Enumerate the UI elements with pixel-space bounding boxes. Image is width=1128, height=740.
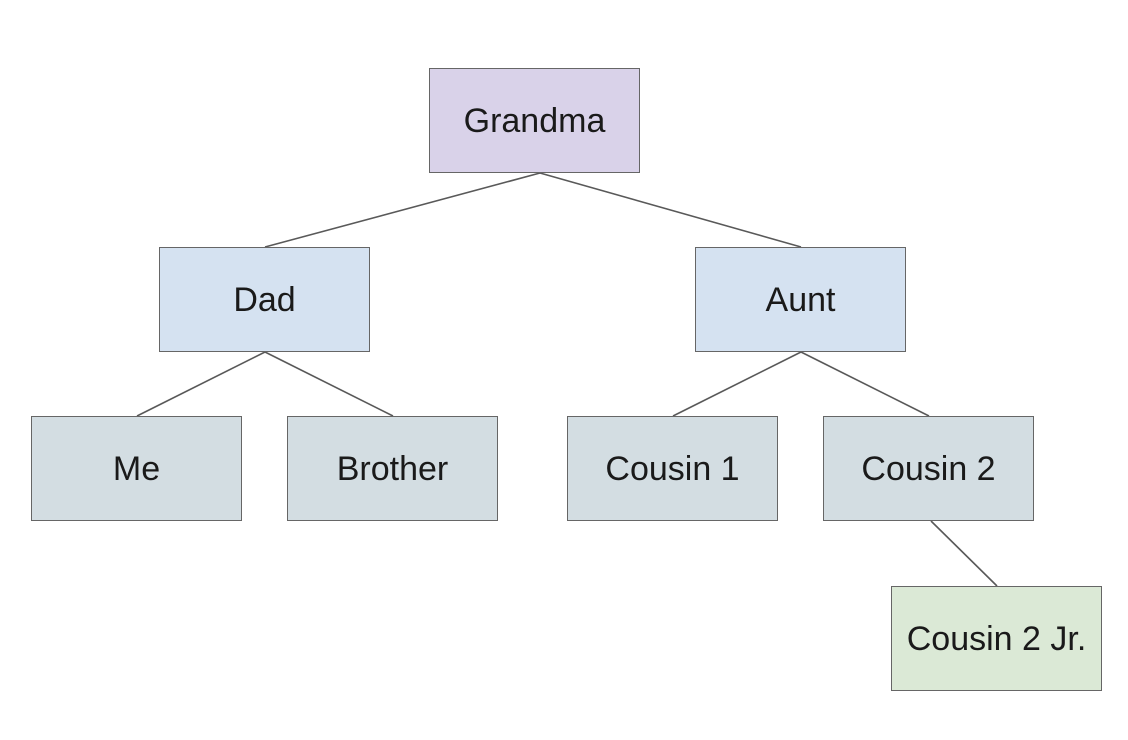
node-grandma: Grandma: [429, 68, 640, 173]
edge-aunt-cousin2: [800, 351, 930, 417]
node-dad-label: Dad: [233, 280, 296, 319]
node-me: Me: [31, 416, 242, 521]
node-aunt: Aunt: [695, 247, 906, 352]
node-cousin-1: Cousin 1: [567, 416, 778, 521]
node-me-label: Me: [112, 449, 161, 488]
node-brother-label: Brother: [336, 449, 449, 488]
node-aunt-label: Aunt: [765, 280, 836, 319]
edge-cousin2-cousin2jr: [930, 520, 998, 587]
node-cousin-2-label: Cousin 2: [861, 449, 996, 488]
edge-grandma-aunt: [539, 172, 802, 248]
edge-grandma-dad: [264, 172, 541, 248]
node-cousin-1-label: Cousin 1: [605, 449, 740, 488]
node-cousin-2-jr-label: Cousin 2 Jr.: [906, 619, 1087, 658]
node-grandma-label: Grandma: [463, 101, 606, 140]
edge-dad-me: [136, 351, 266, 417]
node-cousin-2: Cousin 2: [823, 416, 1034, 521]
edge-aunt-cousin1: [672, 351, 802, 417]
node-dad: Dad: [159, 247, 370, 352]
node-cousin-2-jr: Cousin 2 Jr.: [891, 586, 1102, 691]
edge-dad-brother: [264, 351, 394, 417]
node-brother: Brother: [287, 416, 498, 521]
